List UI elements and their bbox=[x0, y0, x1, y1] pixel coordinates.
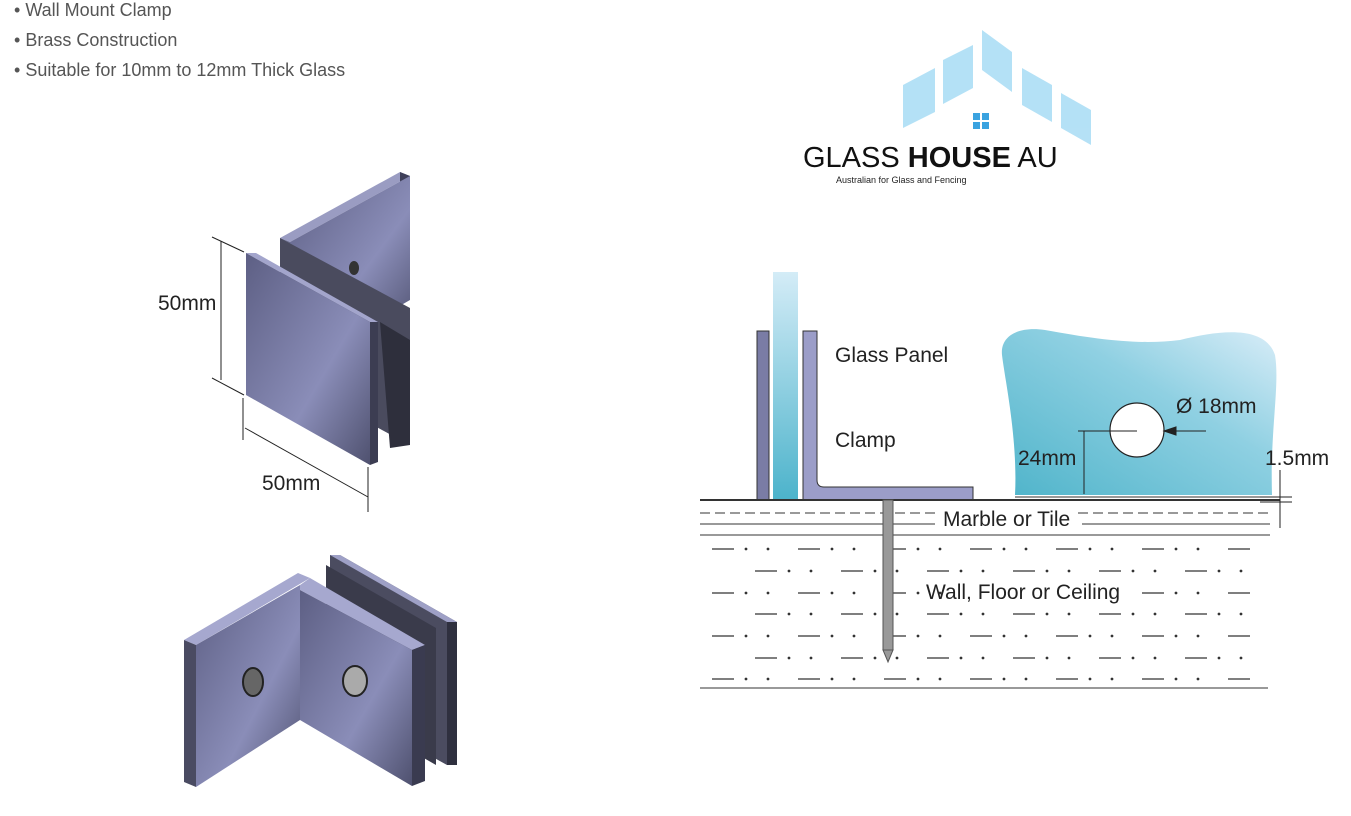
marble-tile-label: Marble or Tile bbox=[943, 508, 1070, 531]
feature-item: Brass Construction bbox=[14, 30, 345, 60]
glass-panel-shape bbox=[773, 272, 798, 500]
height-dimension-label: 50mm bbox=[158, 292, 216, 315]
hole-diameter-label: Ø 18mm bbox=[1176, 395, 1257, 418]
dimension-lines bbox=[211, 236, 369, 512]
clamp-left-plate bbox=[756, 330, 770, 501]
logo-roof-icon bbox=[903, 30, 1091, 145]
wall-hatching bbox=[712, 547, 1250, 681]
feature-item: Wall Mount Clamp bbox=[14, 0, 345, 30]
clamp-isometric-top: 50mm 50mm bbox=[158, 172, 410, 512]
screw-hole-icon bbox=[242, 667, 264, 697]
logo-wordmark: GLASS HOUSE AU bbox=[803, 142, 1058, 174]
hole-height-label: 24mm bbox=[1018, 447, 1076, 470]
glass-panel-label: Glass Panel bbox=[835, 344, 948, 367]
glass-house-logo: GLASS HOUSE AU Australian for Glass and … bbox=[803, 30, 1091, 185]
clamp-label: Clamp bbox=[835, 429, 896, 452]
logo-window-icon bbox=[973, 113, 989, 129]
wall-floor-label: Wall, Floor or Ceiling bbox=[926, 581, 1120, 604]
width-dimension-label: 50mm bbox=[262, 472, 320, 495]
screw-icon bbox=[882, 499, 894, 664]
hole-circle bbox=[1109, 402, 1165, 458]
logo-tagline: Australian for Glass and Fencing bbox=[836, 175, 967, 185]
gap-label: 1.5mm bbox=[1265, 447, 1329, 470]
clamp-isometric-bottom bbox=[184, 555, 457, 787]
installation-section: Glass Panel Clamp Ø 18mm 24mm 1.5mm Marb… bbox=[700, 272, 1329, 689]
clamp-l-bracket bbox=[802, 330, 974, 501]
feature-item: Suitable for 10mm to 12mm Thick Glass bbox=[14, 60, 345, 90]
grub-screw-icon bbox=[342, 665, 368, 697]
feature-list: Wall Mount Clamp Brass Construction Suit… bbox=[14, 0, 345, 90]
